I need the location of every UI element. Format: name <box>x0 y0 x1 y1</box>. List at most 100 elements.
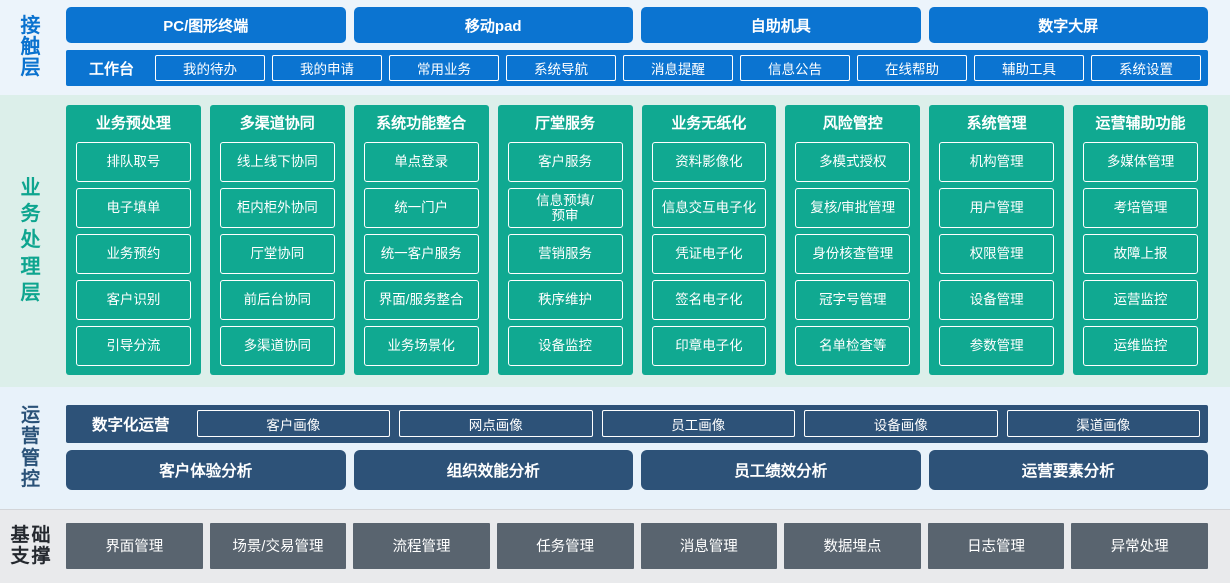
base-item-ui-management[interactable]: 界面管理 <box>66 522 203 569</box>
biz-item-fault-report[interactable]: 故障上报 <box>1083 234 1198 274</box>
base-support-row: 界面管理 场景/交易管理 流程管理 任务管理 消息管理 数据埋点 日志管理 异常… <box>66 522 1208 569</box>
layer-contact-label: 接 触 层 <box>0 0 62 95</box>
layer-contact: 接 触 层 PC/图形终端 移动pad 自助机具 数字大屏 工作台 我的待办 我… <box>0 0 1230 95</box>
layer-base-support-label: 基 础 支 撑 <box>0 510 62 583</box>
biz-item-operation-monitor[interactable]: 运营监控 <box>1083 280 1198 320</box>
biz-item-identity-verification[interactable]: 身份核查管理 <box>795 234 911 274</box>
channel-pc[interactable]: PC/图形终端 <box>66 7 346 43</box>
biz-item-order-maintenance[interactable]: 秩序维护 <box>507 280 623 320</box>
biz-item-marketing-service[interactable]: 营销服务 <box>507 234 623 274</box>
biz-item-permission-management[interactable]: 权限管理 <box>939 234 1055 274</box>
column-title: 系统功能整合 <box>376 115 467 132</box>
biz-item-multimode-authorization[interactable]: 多模式授权 <box>795 142 911 182</box>
label-char: 支 <box>10 545 31 567</box>
biz-item-banknote-serial[interactable]: 冠字号管理 <box>795 280 911 320</box>
biz-item-counter-inout[interactable]: 柜内柜外协同 <box>219 188 335 228</box>
base-item-process-management[interactable]: 流程管理 <box>353 522 490 569</box>
business-column-paperless: 业务无纸化 资料影像化 信息交互电子化 凭证电子化 签名电子化 印章电子化 <box>641 105 777 375</box>
portrait-employee[interactable]: 员工画像 <box>601 410 796 437</box>
label-char: 触 <box>20 35 42 58</box>
biz-item-signature-electronic[interactable]: 签名电子化 <box>651 280 767 320</box>
base-item-data-tracking[interactable]: 数据埋点 <box>784 522 921 569</box>
biz-item-user-management[interactable]: 用户管理 <box>939 188 1055 228</box>
biz-item-sso[interactable]: 单点登录 <box>363 142 479 182</box>
workbench-row: 工作台 我的待办 我的申请 常用业务 系统导航 消息提醒 信息公告 在线帮助 辅… <box>66 50 1208 86</box>
biz-item-parameter-management[interactable]: 参数管理 <box>939 326 1055 366</box>
biz-item-training-management[interactable]: 考培管理 <box>1083 188 1198 228</box>
business-columns: 业务预处理 排队取号 电子填单 业务预约 客户识别 引导分流 多渠道协同 线上线… <box>66 105 1208 375</box>
biz-item-voucher-electronic[interactable]: 凭证电子化 <box>651 234 767 274</box>
workbench-item-applications[interactable]: 我的申请 <box>272 55 383 81</box>
biz-item-online-offline[interactable]: 线上线下协同 <box>219 142 335 182</box>
biz-item-org-management[interactable]: 机构管理 <box>939 142 1055 182</box>
workbench-item-settings[interactable]: 系统设置 <box>1091 55 1202 81</box>
label-char: 务 <box>20 203 42 226</box>
portrait-device[interactable]: 设备画像 <box>804 410 998 437</box>
biz-item-review-approval[interactable]: 复核/审批管理 <box>795 188 911 228</box>
biz-item-appointment[interactable]: 业务预约 <box>76 234 191 274</box>
base-item-task-management[interactable]: 任务管理 <box>496 522 634 569</box>
biz-item-device-monitor[interactable]: 设备监控 <box>507 326 623 366</box>
biz-item-e-form[interactable]: 电子填单 <box>76 188 191 228</box>
analysis-row: 客户体验分析 组织效能分析 员工绩效分析 运营要素分析 <box>66 449 1208 490</box>
channel-self-service[interactable]: 自助机具 <box>641 7 921 43</box>
biz-item-unified-portal[interactable]: 统一门户 <box>363 188 479 228</box>
column-title: 风险管控 <box>822 115 883 132</box>
column-title: 业务预处理 <box>95 115 171 132</box>
workbench-title: 工作台 <box>89 60 135 78</box>
digital-operations-row: 数字化运营 客户画像 网点画像 员工画像 设备画像 渠道画像 <box>66 404 1208 443</box>
workbench-item-announcement[interactable]: 信息公告 <box>740 55 851 81</box>
base-item-exception-handling[interactable]: 异常处理 <box>1071 522 1208 569</box>
biz-item-scenario-based[interactable]: 业务场景化 <box>363 326 479 366</box>
workbench-item-system-nav[interactable]: 系统导航 <box>506 55 617 81</box>
workbench-item-tools[interactable]: 辅助工具 <box>974 55 1085 81</box>
portrait-customer[interactable]: 客户画像 <box>196 410 391 437</box>
portrait-branch[interactable]: 网点画像 <box>399 410 593 437</box>
workbench-item-todo[interactable]: 我的待办 <box>155 55 266 81</box>
label-char: 处 <box>20 229 42 252</box>
workbench-item-message-alert[interactable]: 消息提醒 <box>623 55 734 81</box>
portrait-channel[interactable]: 渠道画像 <box>1006 410 1201 437</box>
analysis-customer-experience[interactable]: 客户体验分析 <box>66 449 346 490</box>
biz-item-unified-customer-service[interactable]: 统一客户服务 <box>363 234 479 274</box>
analysis-operation-factors[interactable]: 运营要素分析 <box>928 449 1208 490</box>
business-column-system-integration: 系统功能整合 单点登录 统一门户 统一客户服务 界面/服务整合 业务场景化 <box>353 105 489 375</box>
layer-operations: 运 营 管 控 数字化运营 客户画像 网点画像 员工画像 设备画像 渠道画像 客… <box>0 387 1230 509</box>
biz-item-ui-service-integration[interactable]: 界面/服务整合 <box>363 280 479 320</box>
layer-operations-label: 运 营 管 控 <box>0 387 62 509</box>
biz-item-prefill-prereview[interactable]: 信息预填/ 预审 <box>507 188 623 228</box>
biz-item-front-back-collab[interactable]: 前后台协同 <box>219 280 335 320</box>
biz-item-ops-maintenance-monitor[interactable]: 运维监控 <box>1083 326 1198 366</box>
biz-item-queue-number[interactable]: 排队取号 <box>76 142 191 182</box>
biz-item-hall-collab[interactable]: 厅堂协同 <box>219 234 335 274</box>
label-char: 运 <box>20 405 41 427</box>
biz-item-customer-identify[interactable]: 客户识别 <box>76 280 191 320</box>
biz-item-multichannel-collab[interactable]: 多渠道协同 <box>219 326 335 366</box>
label-char: 撑 <box>31 545 52 567</box>
biz-item-device-management[interactable]: 设备管理 <box>939 280 1055 320</box>
label-char: 础 <box>31 524 52 546</box>
biz-item-multimedia-management[interactable]: 多媒体管理 <box>1083 142 1198 182</box>
base-item-log-management[interactable]: 日志管理 <box>927 522 1065 569</box>
analysis-employee-performance[interactable]: 员工绩效分析 <box>641 449 921 490</box>
column-title: 运营辅助功能 <box>1095 115 1186 132</box>
biz-item-info-exchange-electronic[interactable]: 信息交互电子化 <box>651 188 767 228</box>
biz-item-watchlist-check[interactable]: 名单检查等 <box>795 326 911 366</box>
label-char: 基 <box>10 524 31 546</box>
base-item-scenario-transaction-management[interactable]: 场景/交易管理 <box>209 522 347 569</box>
workbench-item-online-help[interactable]: 在线帮助 <box>857 55 968 81</box>
column-title: 业务无纸化 <box>671 115 747 132</box>
business-column-hall-service: 厅堂服务 客户服务 信息预填/ 预审 营销服务 秩序维护 设备监控 <box>497 105 633 375</box>
biz-item-customer-service[interactable]: 客户服务 <box>507 142 623 182</box>
column-title: 多渠道协同 <box>239 115 315 132</box>
base-item-message-management[interactable]: 消息管理 <box>640 522 778 569</box>
biz-item-seal-electronic[interactable]: 印章电子化 <box>651 326 767 366</box>
analysis-org-efficiency[interactable]: 组织效能分析 <box>353 449 633 490</box>
workbench-item-common-business[interactable]: 常用业务 <box>389 55 500 81</box>
channel-digital-screen[interactable]: 数字大屏 <box>928 7 1208 43</box>
channel-mobile-pad[interactable]: 移动pad <box>353 7 633 43</box>
column-title: 厅堂服务 <box>535 115 596 132</box>
biz-item-document-imaging[interactable]: 资料影像化 <box>651 142 767 182</box>
biz-item-guidance-routing[interactable]: 引导分流 <box>76 326 191 366</box>
